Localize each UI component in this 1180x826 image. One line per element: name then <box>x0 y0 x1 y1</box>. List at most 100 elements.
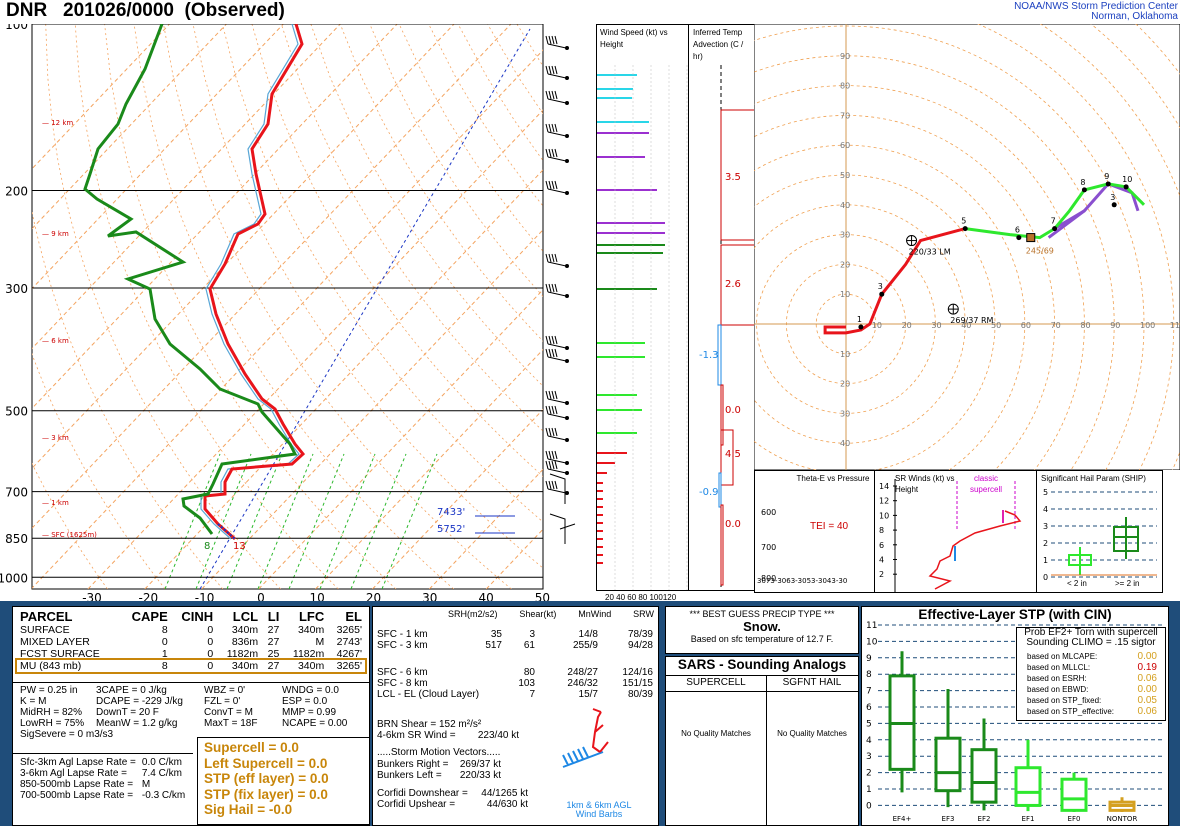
stat-meanw: MeanW = 1.2 g/kg <box>96 718 178 729</box>
wind-barb <box>547 413 567 419</box>
prob-title: Prob EF2+ Torn with supercell <box>1024 627 1158 638</box>
hodo-height-point <box>1111 202 1117 208</box>
hodo-tick: 30 <box>840 231 850 240</box>
sars-supercell-matches: No Quality Matches <box>681 729 751 738</box>
left-supercell-index: Left Supercell = 0.0 <box>204 755 328 771</box>
srw-height-tick: 10 <box>879 511 889 520</box>
kinematic-cell: 517 <box>485 640 502 651</box>
wind-barb-flag <box>554 35 558 45</box>
mixing-ratio-line <box>288 453 345 589</box>
tadv-value: 0.0 <box>725 519 741 530</box>
wind-barb-flag <box>551 348 555 358</box>
theta-e-title: Theta-E vs Pressure <box>796 474 870 483</box>
wind-barb-flag <box>554 427 558 437</box>
wind-barb-flag <box>551 450 555 460</box>
dry-adiabat <box>222 24 543 523</box>
hodo-height-point <box>1081 187 1087 193</box>
wind-barb-flag <box>551 253 555 263</box>
tadv-value: 0.0 <box>725 405 741 416</box>
temp-tick-label: -30 <box>82 591 102 604</box>
theta-x-ticks: 3073-3063-3053-3043-30 <box>757 577 847 585</box>
annot-7433: 7433' <box>437 507 465 518</box>
prob-value: 0.19 <box>1137 662 1157 673</box>
wind-barb <box>547 43 567 49</box>
stat-maxt: MaxT = 18F <box>204 718 258 729</box>
isotherm <box>372 408 543 589</box>
prob-value: 0.06 <box>1137 706 1157 717</box>
tadv-bar <box>718 472 722 508</box>
wind-barb-flag <box>545 405 549 415</box>
lcl-header: LCL <box>232 609 259 624</box>
wind-barb-flag <box>548 460 552 470</box>
wind-barb-flag <box>548 335 552 345</box>
stat-pw: PW = 0.25 in <box>20 685 78 696</box>
wind-barb-flag <box>551 148 555 158</box>
prob-value: 0.05 <box>1137 695 1157 706</box>
pressure-label: 300 <box>5 282 28 296</box>
wind-barb <box>547 188 567 194</box>
wind-barb-flag <box>548 253 552 263</box>
wind-barb-flag <box>551 123 555 133</box>
wind-barb-flag <box>551 480 555 490</box>
mixing-ratio-line <box>257 453 314 589</box>
tadv-bar <box>720 244 755 326</box>
wind-speed-panel: Wind Speed (kt) vs Height 20 40 60 80 10… <box>596 24 690 602</box>
tadv-bar <box>720 504 724 586</box>
wind-barb-flag <box>554 180 558 190</box>
hodo-tick: 80 <box>1080 321 1090 330</box>
temp-tick-label: -20 <box>138 591 158 604</box>
hodo-point-label: 6 <box>1015 226 1020 235</box>
ship-title: Significant Hail Param (SHIP) <box>1041 474 1146 483</box>
stp-fix-index: STP (fix layer) = 0.0 <box>204 786 328 802</box>
ship-tick: 1 <box>1043 556 1048 565</box>
dry-adiabat <box>32 209 224 589</box>
wind-barb-station <box>565 401 569 405</box>
wind-barb-flag <box>554 460 558 470</box>
precip-type-box: *** BEST GUESS PRECIP TYPE *** Snow. Bas… <box>665 606 859 654</box>
srw-46-row: 4-6km SR Wind = 223/40 kt <box>377 730 520 741</box>
height-label: — 3 km <box>42 434 69 442</box>
stat-wndg: WNDG = 0.0 <box>282 685 339 696</box>
wind-barb-flag <box>554 450 558 460</box>
tadv-bar <box>720 384 724 446</box>
lapse-value: 7.4 C/km <box>141 768 182 779</box>
wetbulb-line <box>200 24 300 540</box>
hodo-tick: 70 <box>840 111 850 120</box>
hodo-height-point <box>962 226 968 232</box>
wind-barb <box>547 261 567 267</box>
stp-tick: 11 <box>866 621 877 631</box>
hodo-tick: 10 <box>872 321 882 330</box>
wind-barb-flag <box>554 390 558 400</box>
wind-barb <box>547 156 567 162</box>
wind-barb-station <box>565 359 569 363</box>
wind-barb-flag <box>551 65 555 75</box>
wind-barb-flag <box>545 335 549 345</box>
wind-barb-flag <box>545 253 549 263</box>
hodo-tick: 10 <box>840 350 850 359</box>
isotherm <box>201 229 543 589</box>
stp-category: EF4+ <box>893 815 912 823</box>
wind-barb-flag <box>551 390 555 400</box>
stat-k: K = M <box>20 696 47 707</box>
hodo-tick: 80 <box>840 82 850 91</box>
climo: Sounding CLIMO = .15 sigtor <box>1026 637 1156 648</box>
dry-adiabat <box>45 24 281 589</box>
wind-barb-station <box>565 491 569 495</box>
lapse-label: 700-500mb Lapse Rate = <box>20 790 134 801</box>
temp-tick-label: 20 <box>366 591 381 604</box>
hodo-tick: 20 <box>902 321 912 330</box>
wind-barb-low <box>549 473 576 544</box>
tadv-value: -0.9 <box>699 487 719 498</box>
wind-barb-flag <box>551 405 555 415</box>
wind-barb <box>547 291 567 297</box>
wind-barb-flag <box>545 390 549 400</box>
sig-hail-index: Sig Hail = -0.0 <box>204 802 293 817</box>
hodo-tick: 20 <box>840 260 850 269</box>
prob-value: 0.00 <box>1137 684 1157 695</box>
hodo-tick: 40 <box>961 321 971 330</box>
wind-barb-flag <box>554 405 558 415</box>
hodo-tick: 50 <box>840 171 850 180</box>
stat-wbz: WBZ = 0' <box>204 685 246 696</box>
